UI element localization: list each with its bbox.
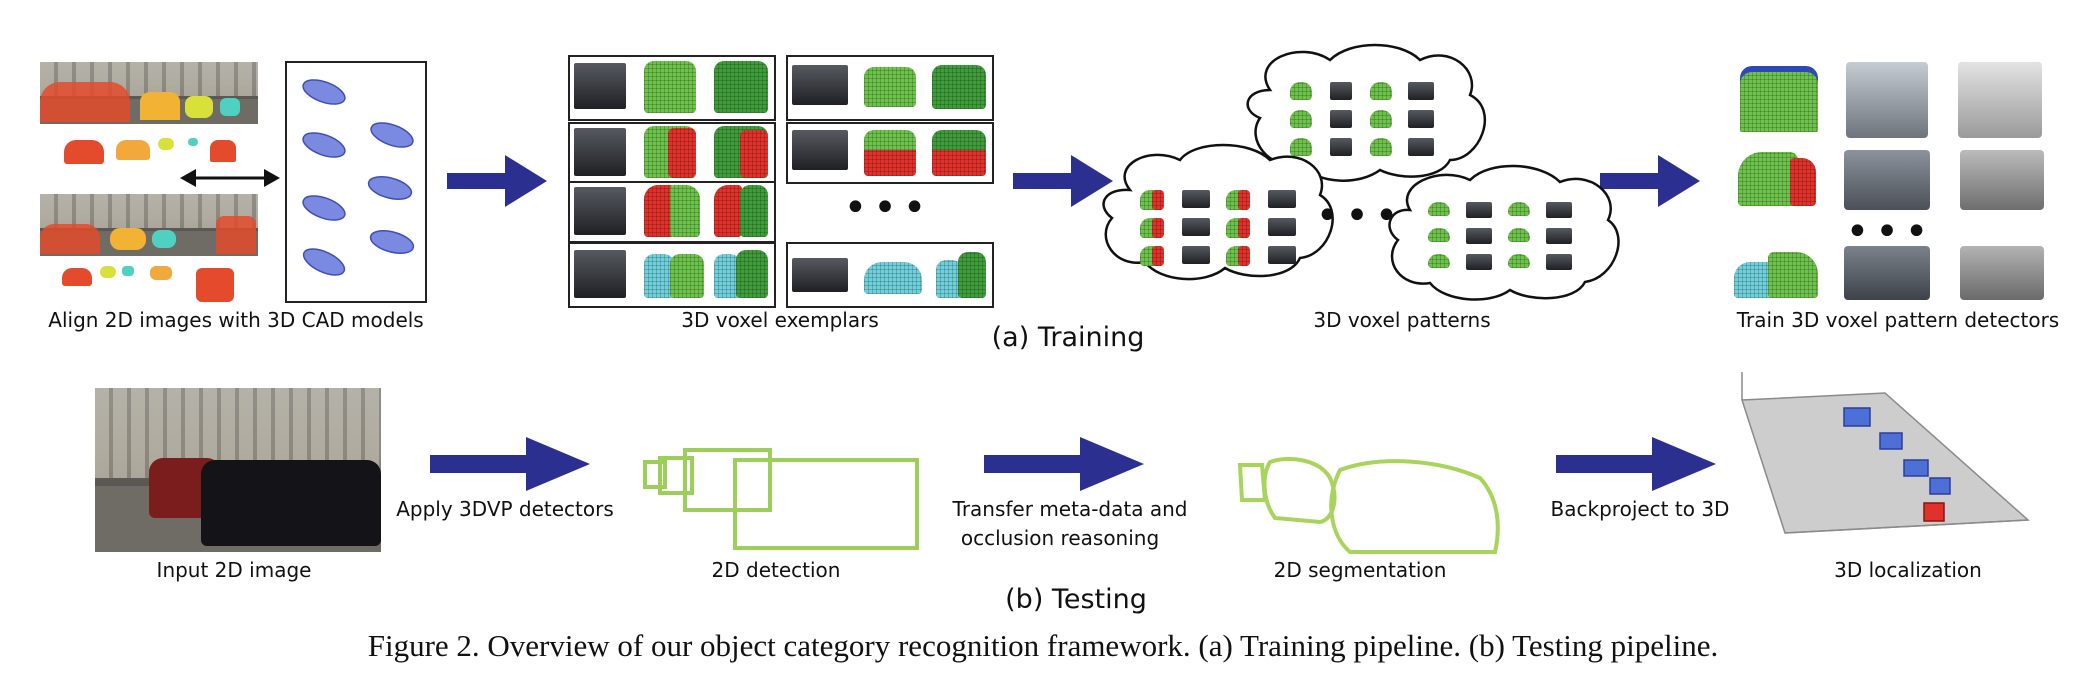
detector-voxel-1 <box>1740 66 1818 132</box>
apply-detectors-label: Apply 3DVP detectors <box>396 497 614 521</box>
aligned-street-image-1 <box>40 62 258 124</box>
aligned-street-image-2 <box>40 194 258 256</box>
step-train-label: Train 3D voxel pattern detectors <box>1736 308 2060 332</box>
localization-plot <box>1740 372 2030 534</box>
detector-mean-image-2 <box>1844 150 1930 210</box>
cloud-1-pattern-grid <box>1290 82 1450 162</box>
mask-orange-2 <box>150 266 172 280</box>
exemplar-row-1 <box>568 55 776 121</box>
mask-cyan-2 <box>122 266 134 276</box>
double-arrow-icon <box>180 169 280 187</box>
step-patterns-label: 3D voxel patterns <box>1313 308 1491 332</box>
mask-red-2 <box>210 140 236 162</box>
training-section-label: (a) Training <box>991 322 1145 353</box>
detector-template-1 <box>1958 62 2042 138</box>
cloud-ellipsis: ••• <box>1315 193 1405 239</box>
mask-red-3 <box>62 268 92 286</box>
exemplar-row-3 <box>568 181 776 243</box>
mask-red <box>64 140 104 164</box>
exemplar-row-7 <box>786 242 994 308</box>
mask-red-4 <box>196 268 234 302</box>
detector-template-2 <box>1960 150 2044 210</box>
detector-voxel-2-occluded <box>1790 158 1816 206</box>
localization-label: 3D localization <box>1834 558 1982 582</box>
mask-cyan <box>188 138 198 146</box>
segmentation-label: 2D segmentation <box>1273 558 1447 582</box>
figure-caption: Figure 2. Overview of our object categor… <box>367 628 1719 663</box>
detector-template-3 <box>1960 246 2044 300</box>
detector-mean-image-1 <box>1846 62 1928 138</box>
mask-orange <box>116 140 150 160</box>
detector-mean-image-3 <box>1844 246 1930 300</box>
cad-car-icons <box>302 79 415 276</box>
exemplar-ellipsis: ••• <box>843 185 933 231</box>
transfer-label-line1: Transfer meta-data and <box>952 497 1188 521</box>
detector-voxel-3-green <box>1768 252 1818 298</box>
testing-arrow-1 <box>430 437 590 491</box>
input-image-label: Input 2D image <box>156 558 312 582</box>
localized-car-boxes <box>1843 407 1951 522</box>
testing-section-label: (b) Testing <box>1005 584 1147 615</box>
transfer-label-line2: occlusion reasoning <box>960 526 1160 550</box>
cloud-3-pattern-grid <box>1428 202 1588 282</box>
step-exemplars-label: 3D voxel exemplars <box>681 308 879 332</box>
training-arrow-3 <box>1600 155 1700 207</box>
testing-arrow-3 <box>1556 437 1716 491</box>
mask-yellow-2 <box>100 266 116 278</box>
exemplar-row-6 <box>786 122 994 184</box>
training-arrow-2 <box>1013 155 1113 207</box>
detection-boxes <box>643 448 919 550</box>
exemplar-row-4 <box>568 242 776 308</box>
cad-models-frame <box>285 61 427 303</box>
detection-label: 2D detection <box>711 558 841 582</box>
segmentation-contours <box>1237 457 1500 554</box>
detector-voxel-2 <box>1738 152 1798 206</box>
exemplar-row-2 <box>568 122 776 184</box>
detector-voxel-3-cyan <box>1734 262 1774 298</box>
input-image <box>95 388 381 552</box>
training-arrow-1 <box>447 155 547 207</box>
exemplar-row-5 <box>786 55 994 121</box>
step-align-label: Align 2D images with 3D CAD models <box>48 308 424 332</box>
testing-arrow-2 <box>984 437 1144 491</box>
mask-yellow <box>158 138 174 150</box>
detector-ellipsis: ••• <box>1845 209 1935 255</box>
backproject-label: Backproject to 3D <box>1550 497 1730 521</box>
cloud-2-pattern-grid <box>1140 190 1310 270</box>
